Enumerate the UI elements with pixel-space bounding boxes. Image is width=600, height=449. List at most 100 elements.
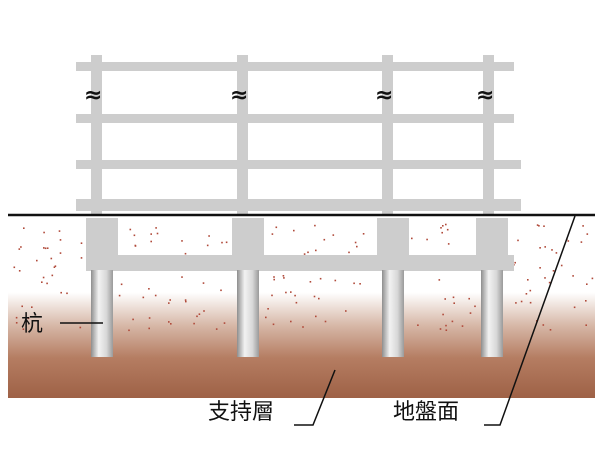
soil-dot — [203, 310, 205, 312]
soil-dot — [442, 225, 444, 227]
soil-dot — [221, 241, 223, 244]
soil-dot — [206, 244, 209, 247]
soil-dot — [208, 235, 210, 237]
soil-dot — [567, 240, 570, 242]
soil-dot — [324, 320, 327, 323]
soil-dot — [552, 270, 555, 272]
soil-dot — [536, 224, 539, 226]
soil-dot — [445, 324, 447, 327]
soil-dot — [44, 247, 47, 250]
grade-beam — [86, 255, 514, 271]
soil-dot — [80, 242, 83, 244]
footing-3 — [377, 218, 409, 270]
soil-dot — [453, 302, 455, 304]
soil-dot — [515, 302, 517, 304]
soil-dot — [46, 247, 49, 249]
soil-dot — [446, 228, 449, 231]
pile-3 — [382, 270, 404, 357]
soil-dot — [41, 281, 43, 283]
soil-dot — [290, 291, 292, 293]
column-1 — [91, 55, 102, 215]
soil-dot — [53, 266, 56, 268]
soil-dot — [560, 264, 563, 267]
soil-dot — [551, 249, 553, 251]
soil-dot — [525, 293, 528, 295]
soil-dot — [520, 300, 523, 303]
soil-dot — [142, 296, 145, 299]
soil-dot — [468, 297, 470, 300]
footing-1 — [86, 218, 118, 270]
soil-dot — [359, 283, 361, 285]
soil-dot — [80, 257, 83, 259]
soil-dot — [573, 306, 576, 309]
soil-dot — [79, 326, 82, 329]
column-4 — [483, 55, 494, 215]
footing-4 — [476, 218, 508, 270]
soil-dot — [272, 323, 275, 326]
soil-dot — [302, 326, 304, 328]
soil-dot — [447, 243, 450, 245]
soil-dot — [529, 289, 532, 292]
soil-dot — [198, 313, 201, 315]
soil-dot — [23, 227, 25, 229]
soil-dot — [60, 291, 62, 294]
soil-dot — [120, 283, 123, 286]
ground-surface-leader-line — [484, 215, 576, 426]
soil-dot — [307, 251, 309, 254]
soil-dot — [273, 276, 275, 278]
soil-dot — [295, 301, 298, 304]
soil-dot — [46, 282, 48, 285]
soil-dot — [283, 277, 285, 279]
soil-dot — [51, 274, 54, 277]
soil-dot — [223, 322, 226, 324]
soil-dot — [181, 276, 183, 278]
soil-dot — [275, 226, 278, 229]
soil-dot — [438, 279, 441, 281]
soil-dot — [332, 234, 335, 236]
soil-dot — [318, 297, 320, 300]
soil-dot — [36, 259, 38, 262]
soil-dot — [58, 230, 61, 232]
soil-dot — [128, 329, 130, 332]
soil-dot — [285, 291, 287, 294]
soil-dot — [43, 247, 45, 249]
soil-dot — [315, 249, 317, 252]
soil-dot — [445, 329, 448, 331]
soil-dot — [132, 318, 134, 321]
foundation-footing — [86, 218, 514, 271]
break-mark-2: ≈ — [230, 83, 248, 108]
soil-dot — [225, 241, 228, 244]
soil-dot — [440, 227, 442, 229]
soil-dot — [184, 299, 187, 301]
break-mark-4: ≈ — [476, 83, 494, 108]
soil-dot — [54, 265, 57, 267]
soil-dot — [323, 238, 326, 241]
soil-dot — [314, 224, 316, 227]
beam-top — [76, 62, 514, 71]
soil-dot — [586, 283, 588, 285]
soil-dot — [290, 320, 292, 323]
soil-dot — [334, 279, 337, 282]
soil-dot — [215, 328, 218, 330]
soil-dot — [267, 308, 269, 310]
soil-dot — [303, 253, 306, 255]
soil-dot — [154, 294, 157, 297]
soil-dot — [184, 252, 187, 255]
soil-dot — [354, 241, 357, 244]
break-mark-1: ≈ — [84, 83, 102, 108]
soil-dot — [118, 294, 121, 297]
soil-dot — [42, 276, 45, 279]
soil-dot — [517, 239, 519, 242]
soil-dot — [22, 328, 25, 330]
soil-dot — [538, 225, 540, 227]
column-3 — [382, 55, 393, 215]
soil-dot — [59, 239, 62, 241]
soil-dot — [585, 324, 587, 326]
soil-dot — [544, 277, 546, 279]
soil-dot — [539, 267, 541, 269]
soil-dot — [411, 237, 413, 240]
soil-dot — [168, 321, 170, 323]
soil-dot — [185, 300, 187, 303]
soil-dot — [527, 279, 529, 281]
soil-dot — [345, 310, 347, 312]
